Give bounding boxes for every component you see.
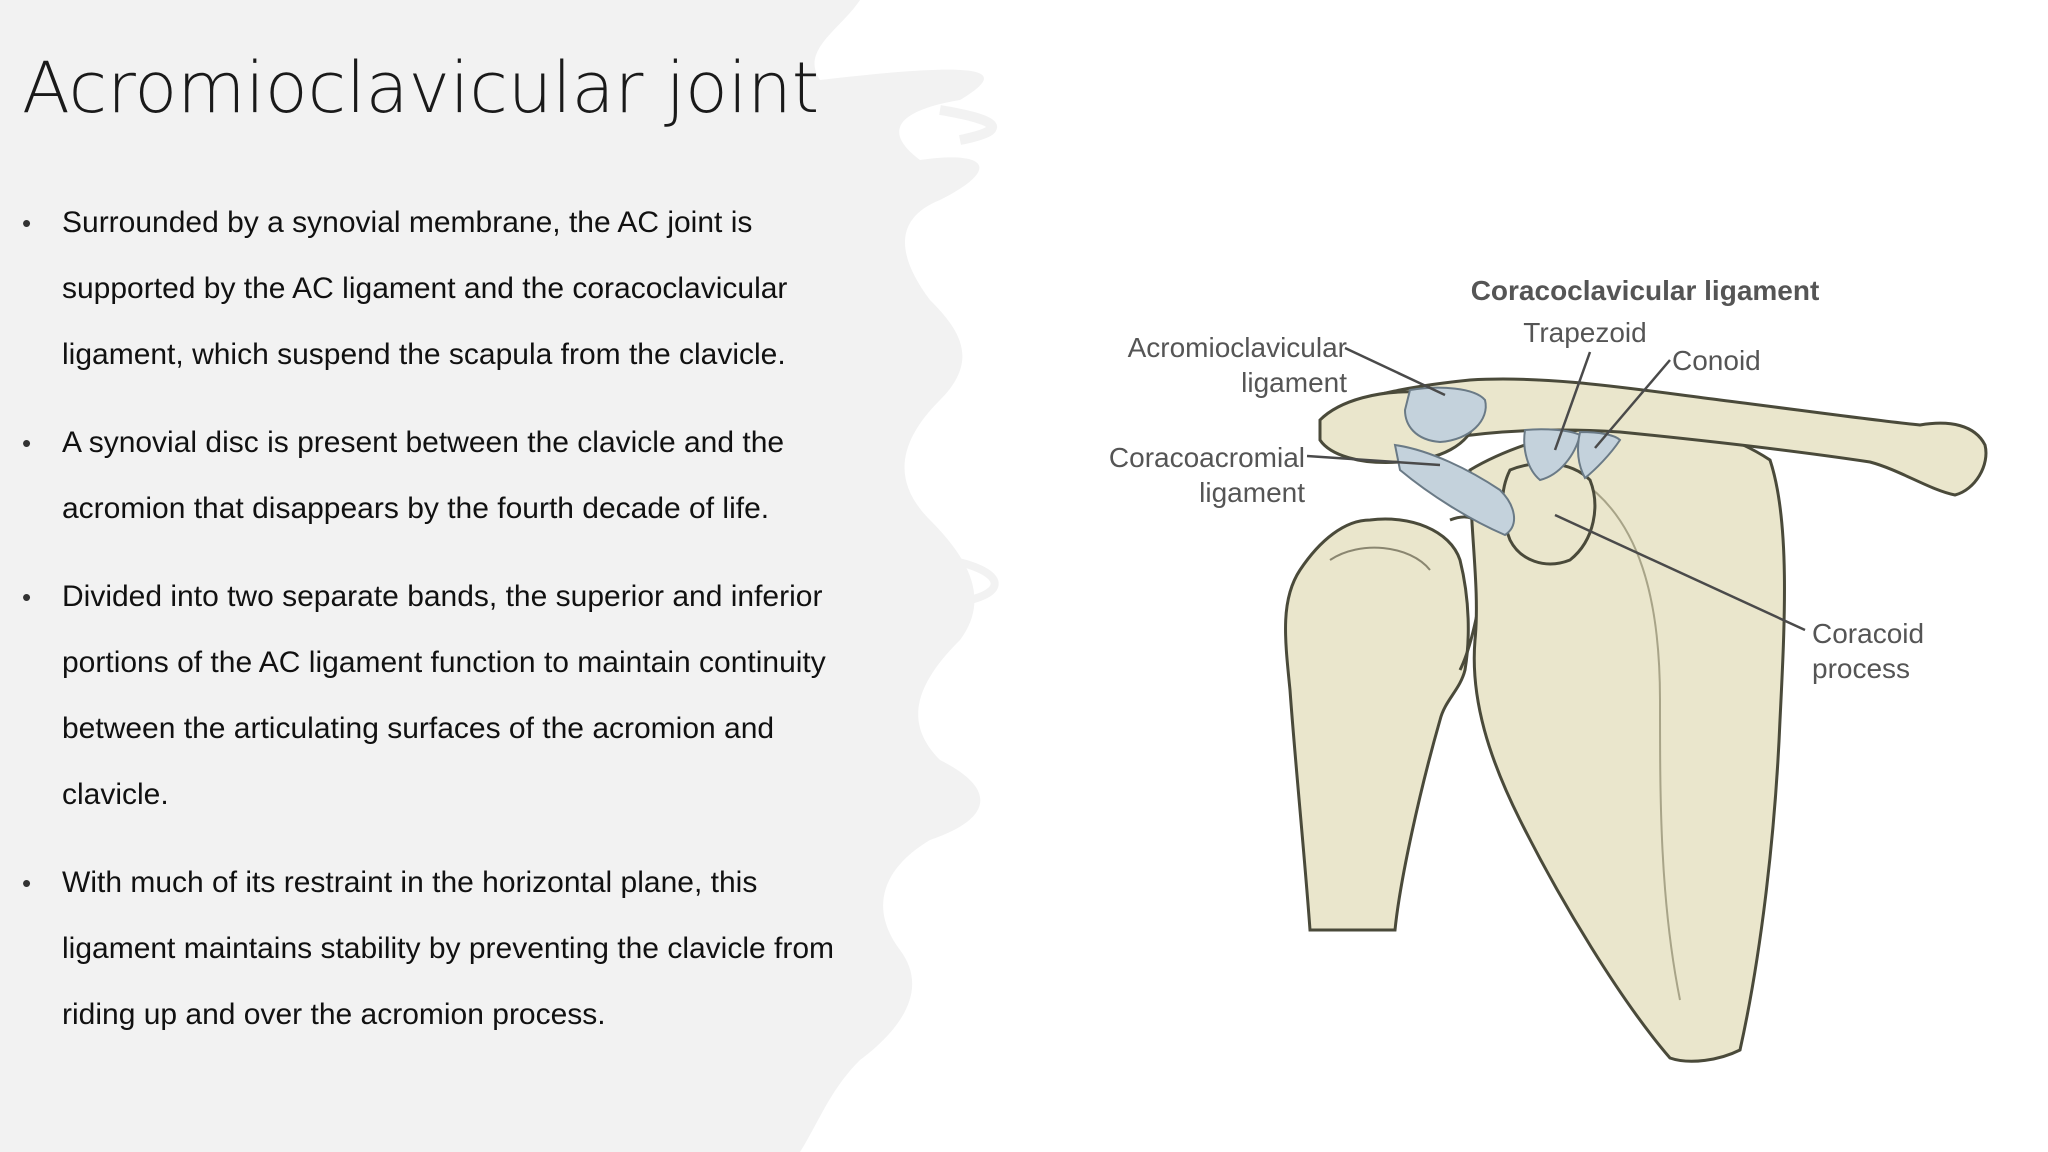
bullet-item: • With much of its restraint in the hori… <box>22 850 862 1048</box>
bullet-item: • Surrounded by a synovial membrane, the… <box>22 190 862 388</box>
bullet-text: A synovial disc is present between the c… <box>62 426 785 525</box>
coracoacromial-ligament <box>1393 443 1515 537</box>
label-coracoid-line2: process <box>1812 653 1910 684</box>
bullet-list: • Surrounded by a synovial membrane, the… <box>22 190 862 1070</box>
label-coracoacromial-line1: Coracoacromial <box>1109 442 1305 473</box>
label-coracoacromial-line2: ligament <box>1199 477 1305 508</box>
coracoid-process-bone <box>1501 461 1597 566</box>
humerus-bone <box>1284 517 1470 932</box>
bullet-dot-icon: • <box>22 582 32 612</box>
bullet-item: • A synovial disc is present between the… <box>22 410 862 542</box>
label-coracoid-line1: Coracoid <box>1812 618 1924 649</box>
bullet-dot-icon: • <box>22 208 32 238</box>
bullet-item: • Divided into two separate bands, the s… <box>22 564 862 828</box>
bullet-dot-icon: • <box>22 428 32 458</box>
label-trapezoid: Trapezoid <box>1523 317 1646 348</box>
bullet-text: Divided into two separate bands, the sup… <box>62 580 826 811</box>
acromioclavicular-ligament <box>1403 386 1487 444</box>
bullet-text: Surrounded by a synovial membrane, the A… <box>62 206 788 371</box>
bullet-text: With much of its restraint in the horizo… <box>62 866 835 1031</box>
shoulder-anatomy-figure: Coracoclavicular ligament Trapezoid Cono… <box>1109 275 1988 1063</box>
bullet-dot-icon: • <box>22 868 32 898</box>
label-conoid: Conoid <box>1672 345 1761 376</box>
trapezoid-ligament <box>1523 428 1582 482</box>
label-acromioclavicular-line2: ligament <box>1241 367 1347 398</box>
label-acromioclavicular-line1: Acromioclavicular <box>1128 332 1347 363</box>
slide-title: Acromioclavicular joint <box>22 47 820 129</box>
label-coracoclavicular-ligament: Coracoclavicular ligament <box>1471 275 1820 306</box>
